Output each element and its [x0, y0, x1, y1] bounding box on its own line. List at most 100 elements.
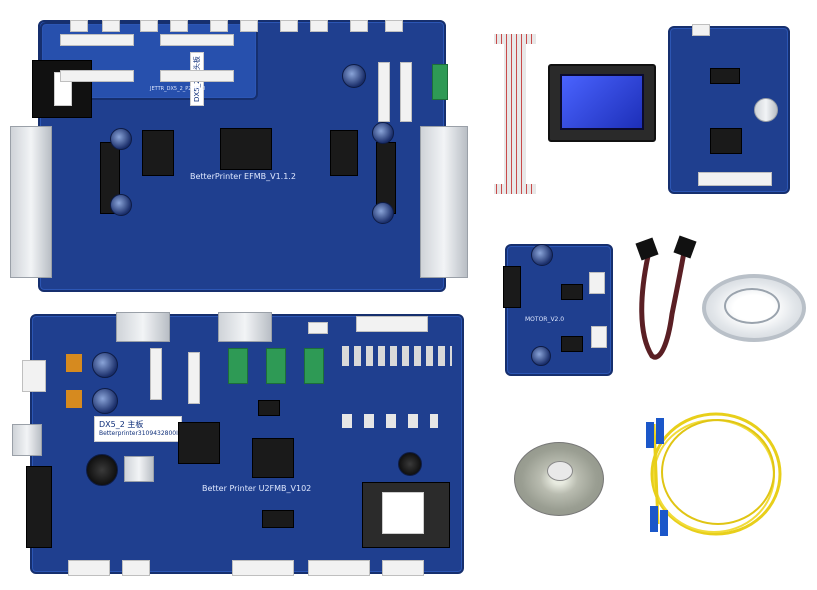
control-board [668, 24, 790, 194]
connector [308, 560, 370, 576]
usb-port [12, 424, 42, 456]
ic-chip [710, 128, 742, 154]
connector [140, 20, 158, 32]
head-board: DX5_2 喷头板 BetterPrinter EFMB_V1.1.2 JETT… [10, 20, 468, 292]
fiber-coil [650, 412, 782, 536]
ic-chip [330, 130, 358, 176]
vga-connector [218, 312, 272, 342]
connector [591, 326, 607, 348]
capacitor [110, 194, 132, 216]
terminal-block [304, 348, 324, 384]
heatsink-right [420, 126, 468, 278]
capacitor [372, 122, 394, 144]
driver-chip [561, 284, 583, 300]
ink-tube-coil [702, 274, 806, 342]
idc-header [26, 466, 52, 548]
capacitor [92, 388, 118, 414]
connector [310, 20, 328, 32]
led-array [342, 346, 452, 366]
connector [385, 20, 403, 32]
driver-chip [561, 336, 583, 352]
nozzle-connector [60, 70, 134, 82]
power-connector [22, 360, 46, 392]
regulator [66, 354, 82, 372]
capacitor [531, 244, 553, 266]
ribbon-cable [494, 34, 536, 194]
ribbon-cable-strip [504, 44, 526, 184]
tube-inner-ring [724, 288, 780, 324]
connector [692, 24, 710, 36]
buzzer [754, 98, 778, 122]
cable-wire [639, 251, 687, 360]
fpga-chip [252, 438, 294, 478]
ffc-connector [400, 62, 412, 122]
sticker-serial: Betterprinter3109432800I [99, 430, 178, 437]
nozzle-connector [160, 34, 234, 46]
arm-mcu [178, 422, 220, 464]
ffc-connector [698, 172, 772, 186]
ffc-connector [378, 62, 390, 122]
main-board: DX5_2 主板 Betterprinter3109432800I Better… [12, 312, 464, 576]
flat-cable-roll [514, 442, 604, 516]
buzzer [398, 452, 422, 476]
terminal-block [432, 64, 448, 100]
fiber-connector [650, 506, 658, 532]
vga-connector [116, 312, 170, 342]
cable-connector-right [673, 235, 697, 259]
regulator-heatsink [124, 456, 154, 482]
cable-connector-left [635, 237, 659, 261]
led-array [342, 414, 438, 428]
main-board-silkscreen: Better Printer U2FMB_V102 [202, 484, 312, 493]
board-silkscreen: BetterPrinter EFMB_V1.1.2 [190, 172, 296, 181]
ribbon-cable-strip [494, 184, 536, 194]
regulator [66, 390, 82, 408]
capacitor [92, 352, 118, 378]
connector [280, 20, 298, 32]
terminal-block [266, 348, 286, 384]
lcd-module [548, 64, 656, 142]
fiber-connector [656, 418, 664, 444]
nozzle-connector [60, 34, 134, 46]
connector [102, 20, 120, 32]
connector [240, 20, 258, 32]
main-board-sticker: DX5_2 主板 Betterprinter3109432800I [94, 416, 182, 442]
connector [232, 560, 294, 576]
capacitor [110, 128, 132, 150]
capacitor [342, 64, 366, 88]
connector [350, 20, 368, 32]
connector [382, 560, 424, 576]
sub-board-label: JETTR_DX5_2_P2_V1.0 [150, 86, 206, 92]
fiber-connector [660, 510, 668, 536]
roll-center [547, 461, 573, 481]
fiber-coil [653, 419, 775, 533]
heatsink-left [10, 126, 52, 278]
connector [589, 272, 605, 294]
nozzle-connector [160, 70, 234, 82]
fpga-chip [220, 128, 272, 170]
buzzer [86, 454, 118, 486]
connector [122, 560, 150, 576]
connector [308, 322, 328, 334]
ic-chip [262, 510, 294, 528]
ffc-connector [188, 352, 200, 404]
ribbon-cable-strip [494, 34, 536, 44]
motor-cable [635, 235, 697, 360]
sticker-title: DX5_2 主板 [99, 420, 144, 429]
fiber-coil [661, 419, 775, 525]
fiber-connector [646, 422, 654, 448]
connector [68, 560, 110, 576]
connector [210, 20, 228, 32]
motor-board: MOTOR_V2.0 [503, 244, 613, 376]
connector-header [503, 266, 521, 308]
ffc-connector [150, 348, 162, 400]
capacitor [372, 202, 394, 224]
motor-board-silkscreen: MOTOR_V2.0 [525, 316, 565, 323]
lcd-screen [560, 74, 644, 130]
terminal-block [228, 348, 248, 384]
ic-chip [710, 68, 740, 84]
ic-chip [142, 130, 174, 176]
module-sticker [382, 492, 424, 534]
capacitor [531, 346, 551, 366]
ic-chip [258, 400, 280, 416]
connector [356, 316, 428, 332]
